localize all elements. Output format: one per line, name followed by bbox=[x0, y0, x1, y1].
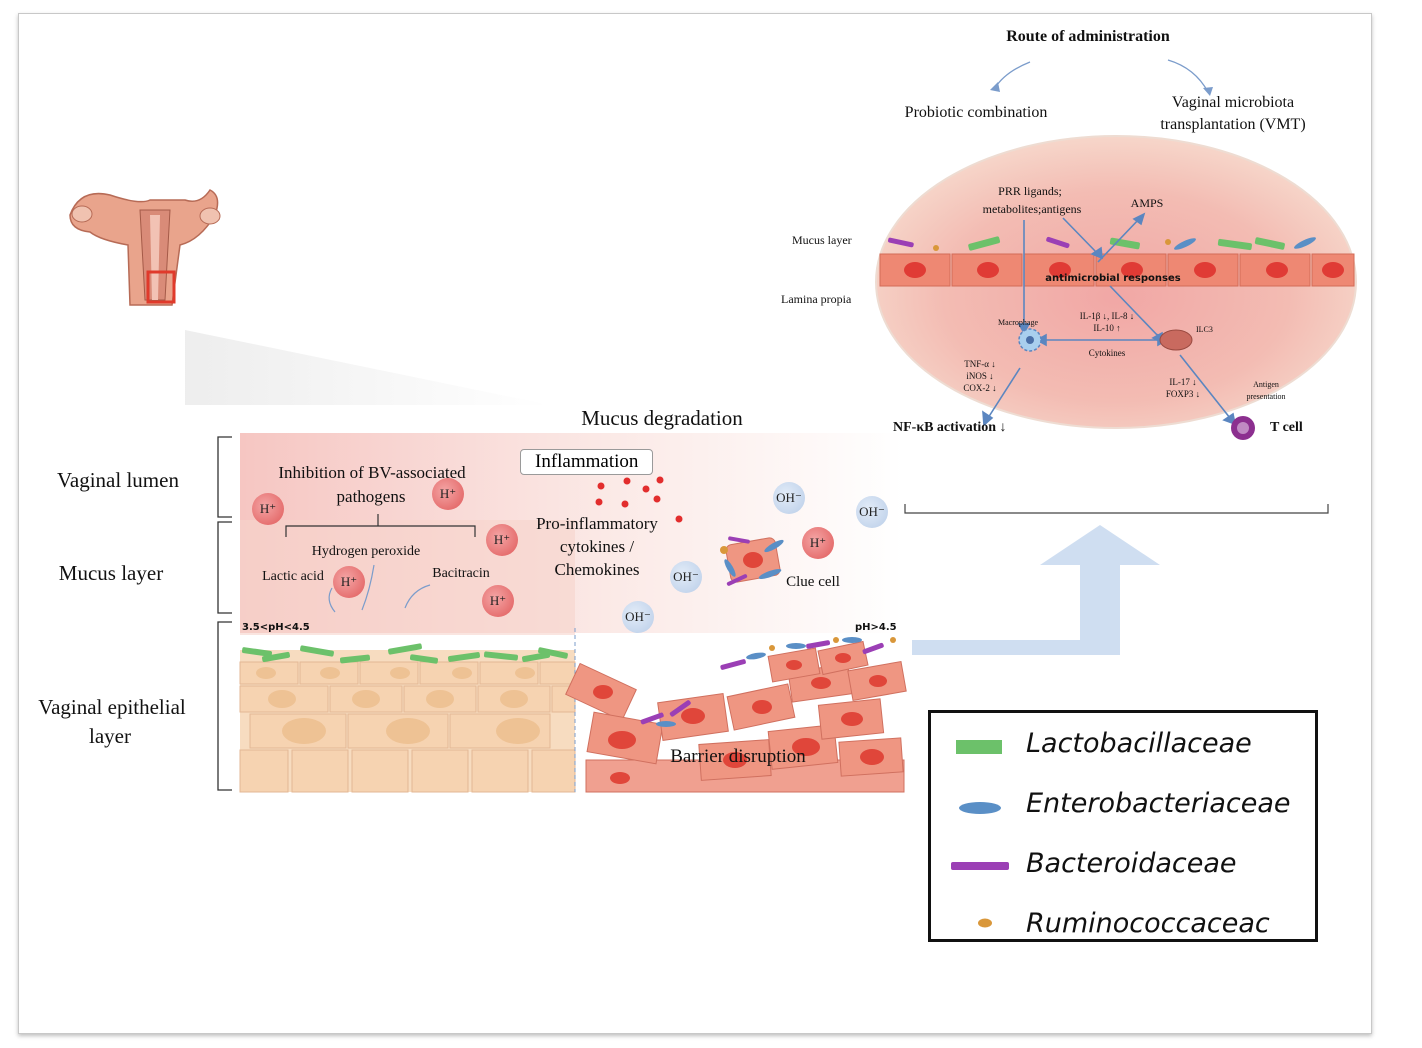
proinflammatory-line1: Pro-inflammatory bbox=[536, 514, 658, 533]
connector-bracket bbox=[904, 504, 1329, 514]
cytokines-label: Cytokines bbox=[1088, 348, 1126, 358]
tnf-label: TNF-α ↓ bbox=[964, 359, 996, 369]
top-lamina-propia-label: Lamina propia bbox=[781, 292, 852, 306]
epithelial-label-1: Vaginal epithelial bbox=[38, 695, 186, 719]
inos-label: iNOS ↓ bbox=[966, 371, 994, 381]
zoom-wedge bbox=[185, 330, 550, 405]
ilc3-cell bbox=[1159, 329, 1193, 351]
inflammation-label: Inflammation bbox=[535, 451, 639, 472]
h-ion: H⁺ bbox=[432, 478, 464, 510]
ruminococcaceac-swatch bbox=[978, 918, 992, 928]
top-mucus-layer-label: Mucus layer bbox=[792, 233, 852, 247]
inhibition-label-1: Inhibition of BV-associated bbox=[278, 463, 466, 482]
t-cell bbox=[1231, 416, 1255, 440]
tcell-label: T cell bbox=[1270, 420, 1303, 435]
barrier-disruption-label: Barrier disruption bbox=[670, 746, 806, 767]
mechanism-bracket bbox=[285, 514, 476, 537]
route-title: Route of administration bbox=[1006, 28, 1170, 45]
prr-line1: PRR ligands; bbox=[998, 184, 1062, 198]
il17-label: IL-17 ↓ bbox=[1169, 377, 1197, 387]
mucus-layer-label: Mucus layer bbox=[58, 561, 164, 585]
healthy-epithelium bbox=[239, 650, 576, 793]
disrupted-nuclei bbox=[593, 653, 887, 784]
mucus-degradation-label: Mucus degradation bbox=[581, 406, 743, 430]
route-vmt-line1: Vaginal microbiota bbox=[1171, 94, 1295, 111]
cytokine-dots bbox=[595, 476, 683, 523]
legend-label: Enterobacteriaceae bbox=[1026, 788, 1291, 819]
legend-label: Ruminococcaceac bbox=[1026, 908, 1270, 939]
route-arrow-left bbox=[994, 61, 1031, 89]
foxp3-label: FOXP3 ↓ bbox=[1165, 389, 1201, 399]
oh-ion: OH⁻ bbox=[773, 482, 805, 514]
il-line1: IL-1β ↓, IL-8 ↓ bbox=[1079, 311, 1135, 321]
legend-item-enterobacteriaceae: Enterobacteriaceae bbox=[931, 784, 1315, 824]
h-ion: H⁺ bbox=[482, 585, 514, 617]
macrophage-label: Macrophage bbox=[998, 318, 1038, 327]
legend-item-bacteroidaceae: Bacteroidaceae bbox=[931, 844, 1315, 884]
signal-arrows bbox=[982, 212, 1237, 427]
antimicrobial-label: antimicrobial responses bbox=[1045, 273, 1181, 284]
mechanism-arrows bbox=[328, 564, 431, 613]
cox-label: COX-2 ↓ bbox=[963, 383, 997, 393]
antigen-label-1: Antigen bbox=[1253, 380, 1279, 389]
h-ion: H⁺ bbox=[252, 493, 284, 525]
bacteroidaceae-swatch bbox=[951, 862, 1009, 870]
proinflammatory-line3: Chemokines bbox=[554, 560, 640, 579]
lactobacillaceae-swatch bbox=[956, 740, 1002, 754]
legend-item-ruminococcaceac: Ruminococcaceac bbox=[931, 904, 1315, 944]
ph-low-label: 3.5<pH<4.5 bbox=[242, 622, 310, 633]
clue-cell bbox=[720, 536, 784, 586]
healthy-lactobacilli bbox=[241, 643, 568, 664]
antigen-label-2: presentation bbox=[1246, 392, 1286, 401]
h-ion: H⁺ bbox=[802, 527, 834, 559]
legend-box: Lactobacillaceae Enterobacteriaceae Bact… bbox=[928, 710, 1318, 942]
enterobacteriaceae-swatch bbox=[959, 802, 1001, 814]
hydrogen-peroxide-label: Hydrogen peroxide bbox=[311, 544, 421, 559]
oh-ion: OH⁻ bbox=[622, 601, 654, 633]
zoom-highlight-box bbox=[146, 270, 176, 304]
disrupted-bacteria bbox=[640, 637, 896, 727]
oh-ion: OH⁻ bbox=[670, 561, 702, 593]
amps-label: AMPS bbox=[1130, 196, 1164, 210]
inflammation-box: Inflammation bbox=[520, 449, 654, 475]
route-probiotic: Probiotic combination bbox=[904, 104, 1048, 121]
legend-item-lactobacillaceae: Lactobacillaceae bbox=[931, 724, 1315, 764]
macrophage-cell bbox=[1018, 328, 1042, 352]
ilc3-label: ILC3 bbox=[1196, 325, 1213, 334]
oh-ion: OH⁻ bbox=[856, 496, 888, 528]
uterus-illustration bbox=[69, 189, 221, 306]
inhibition-label-2: pathogens bbox=[336, 487, 406, 506]
big-up-arrow bbox=[912, 525, 1160, 655]
h-ion: H⁺ bbox=[486, 524, 518, 556]
legend-label: Lactobacillaceae bbox=[1026, 728, 1252, 759]
lactic-acid-label: Lactic acid bbox=[262, 569, 324, 584]
mucus-bg bbox=[240, 520, 575, 635]
h-ion: H⁺ bbox=[333, 566, 365, 598]
layer-brackets bbox=[217, 436, 232, 791]
clue-cell-label: Clue cell bbox=[786, 574, 840, 590]
ph-high-label: pH>4.5 bbox=[855, 622, 897, 633]
route-vmt-line2: transplantation (VMT) bbox=[1160, 116, 1306, 133]
route-arrow-right bbox=[1167, 59, 1209, 93]
legend-label: Bacteroidaceae bbox=[1026, 848, 1237, 879]
vaginal-lumen-label: Vaginal lumen bbox=[57, 468, 179, 492]
bacitracin-label: Bacitracin bbox=[432, 566, 490, 581]
prr-line2: metabolites;antigens bbox=[982, 202, 1082, 216]
top-bacteria bbox=[888, 236, 1316, 251]
epithelial-label-2: layer bbox=[89, 724, 131, 748]
nfkb-label: NF-κB activation ↓ bbox=[893, 420, 1007, 435]
il-line2: IL-10 ↑ bbox=[1093, 323, 1121, 333]
proinflammatory-line2: cytokines / bbox=[559, 537, 635, 556]
